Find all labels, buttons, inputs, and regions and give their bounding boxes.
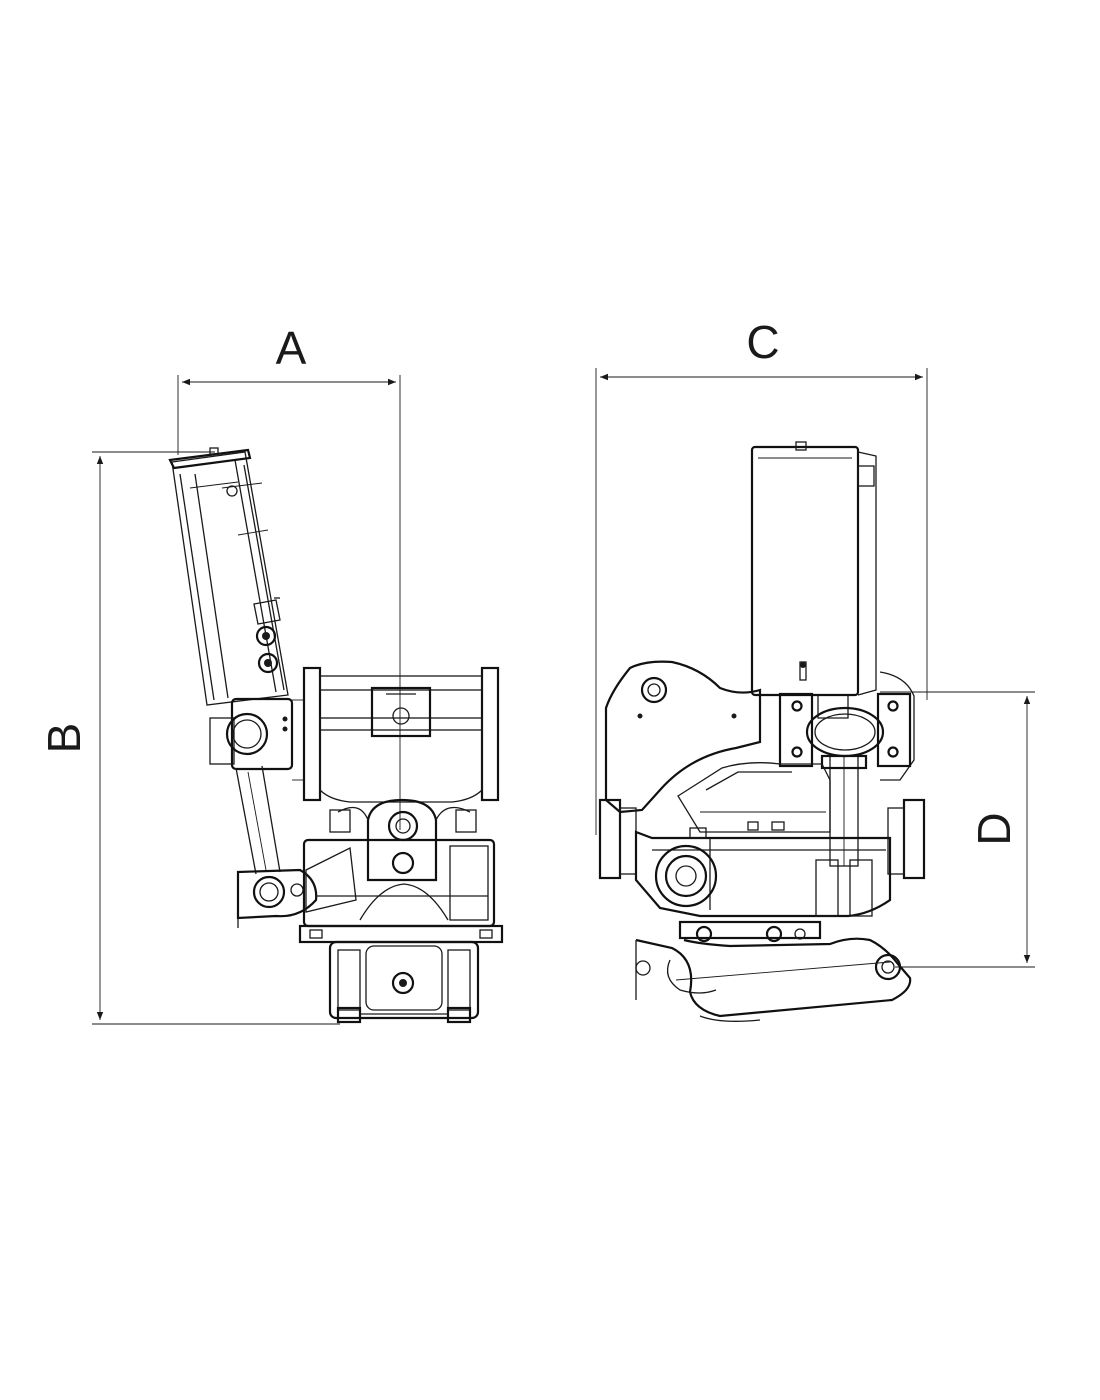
tilt-joint — [329, 798, 477, 882]
piston-rod — [235, 765, 281, 875]
dimension-d: D — [880, 691, 1035, 968]
rod-eye — [236, 868, 318, 928]
dimension-label-d: D — [968, 812, 1020, 845]
dimension-label-b: B — [38, 723, 90, 754]
dimension-b: B — [38, 451, 340, 1025]
front-view-drawing — [598, 441, 926, 1022]
quick-coupler — [328, 940, 480, 1024]
dimension-label-a: A — [276, 322, 307, 374]
side-plate — [604, 660, 915, 814]
quick-coupler-front — [635, 920, 912, 1022]
dimension-label-c: C — [746, 316, 779, 368]
wedge-block — [677, 762, 831, 833]
cylinder-body — [750, 441, 877, 719]
dimension-a: A — [177, 322, 401, 830]
piston-rod-front — [820, 754, 868, 867]
cylinder-housing — [168, 447, 289, 706]
rotator-body-front — [598, 798, 926, 918]
cylinder-pivot — [209, 697, 294, 771]
upper-frame — [292, 666, 500, 803]
dimension-c: C — [595, 316, 928, 835]
side-view-drawing — [168, 447, 504, 1024]
rotator-body — [298, 838, 504, 944]
